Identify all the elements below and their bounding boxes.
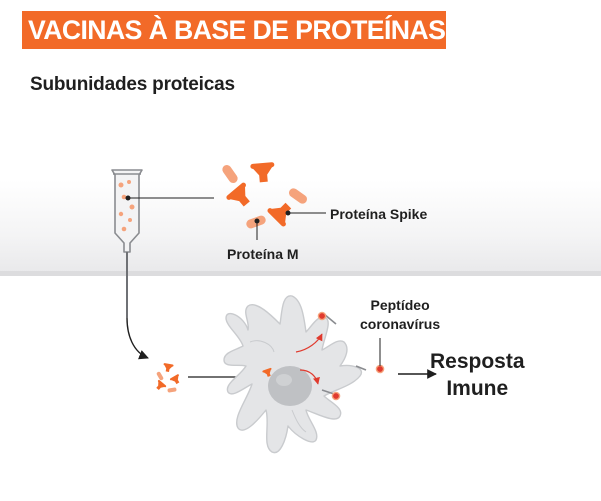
- protein-cluster: [220, 161, 309, 230]
- syringe-pointer-line: [125, 195, 214, 201]
- label-peptide: Peptídeo coronavírus: [360, 296, 440, 334]
- cell-nucleus: [268, 366, 312, 406]
- label-peptide-line2: coronavírus: [360, 316, 441, 332]
- syringe-icon: [111, 169, 143, 318]
- spike-pointer-line: [285, 210, 326, 216]
- injection-arrow: [126, 317, 149, 360]
- label-response-line1: Resposta: [430, 350, 525, 373]
- protein-m-pointer-line: [254, 218, 260, 240]
- page-subtitle: Subunidades proteicas: [30, 74, 235, 95]
- page-title: VACINAS À BASE DE PROTEÍNAS: [22, 11, 446, 49]
- label-response-line2: Imune: [446, 377, 509, 400]
- label-protein-m: Proteína M: [227, 246, 299, 262]
- internal-process: [262, 333, 323, 385]
- injected-proteins: [153, 362, 183, 393]
- background-band-line: [0, 271, 601, 276]
- dendritic-cell-icon: [223, 295, 363, 454]
- presented-peptides: [317, 311, 385, 401]
- label-peptide-line1: Peptídeo: [370, 297, 430, 313]
- label-immune-response: Resposta Imune: [430, 348, 525, 402]
- label-protein-spike: Proteína Spike: [330, 206, 428, 222]
